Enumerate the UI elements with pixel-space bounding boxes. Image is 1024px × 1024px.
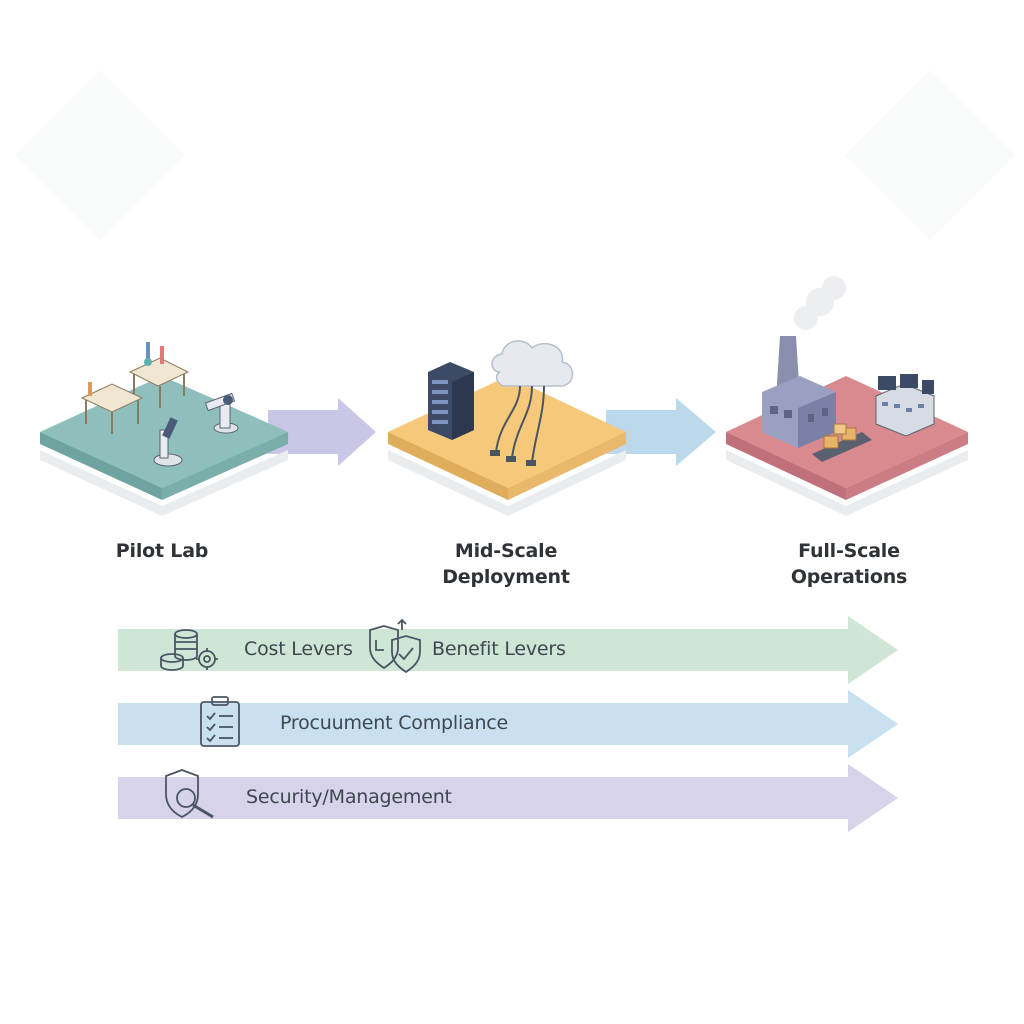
- lane-label-security-management: Security/Management: [246, 786, 452, 808]
- stage-label-line1: Full-Scale: [798, 540, 900, 562]
- shield-magnifier-icon: [165, 769, 214, 819]
- lane-label-procurement-compliance: Procuument Compliance: [280, 712, 509, 734]
- stage-arrow-2: [606, 398, 716, 466]
- lane-arrow-compliance: [118, 690, 898, 758]
- lane-arrow-security: [118, 764, 898, 832]
- server-rack-cloud-icon: [428, 340, 574, 466]
- factory-conveyor-control-panel-icon: [762, 276, 935, 462]
- coins-gear-icon: [160, 629, 218, 671]
- stage-arrow-1: [268, 398, 376, 466]
- lab-bench-microscope-robot-arm-icon: [80, 342, 239, 467]
- stage-label-line1: Pilot Lab: [115, 540, 209, 562]
- stage-label-line2: Operations: [790, 566, 908, 588]
- lane-arrow-cost-benefit: [118, 616, 898, 684]
- stage-label-full-scale: Full-Scale Operations: [729, 538, 969, 590]
- mid-scale-tile: [388, 376, 626, 516]
- stage-label-mid-scale: Mid-Scale Deployment: [386, 538, 626, 590]
- lane-label-benefit-levers: Benefit Levers: [432, 638, 566, 660]
- clipboard-checklist-icon: [200, 696, 240, 747]
- stage-label-pilot-lab: Pilot Lab: [42, 538, 282, 564]
- lane-label-cost-levers: Cost Levers: [244, 638, 353, 660]
- shield-clock-check-icon: [369, 618, 421, 674]
- stage-label-line1: Mid-Scale: [454, 540, 558, 562]
- stage-label-line2: Deployment: [442, 566, 570, 588]
